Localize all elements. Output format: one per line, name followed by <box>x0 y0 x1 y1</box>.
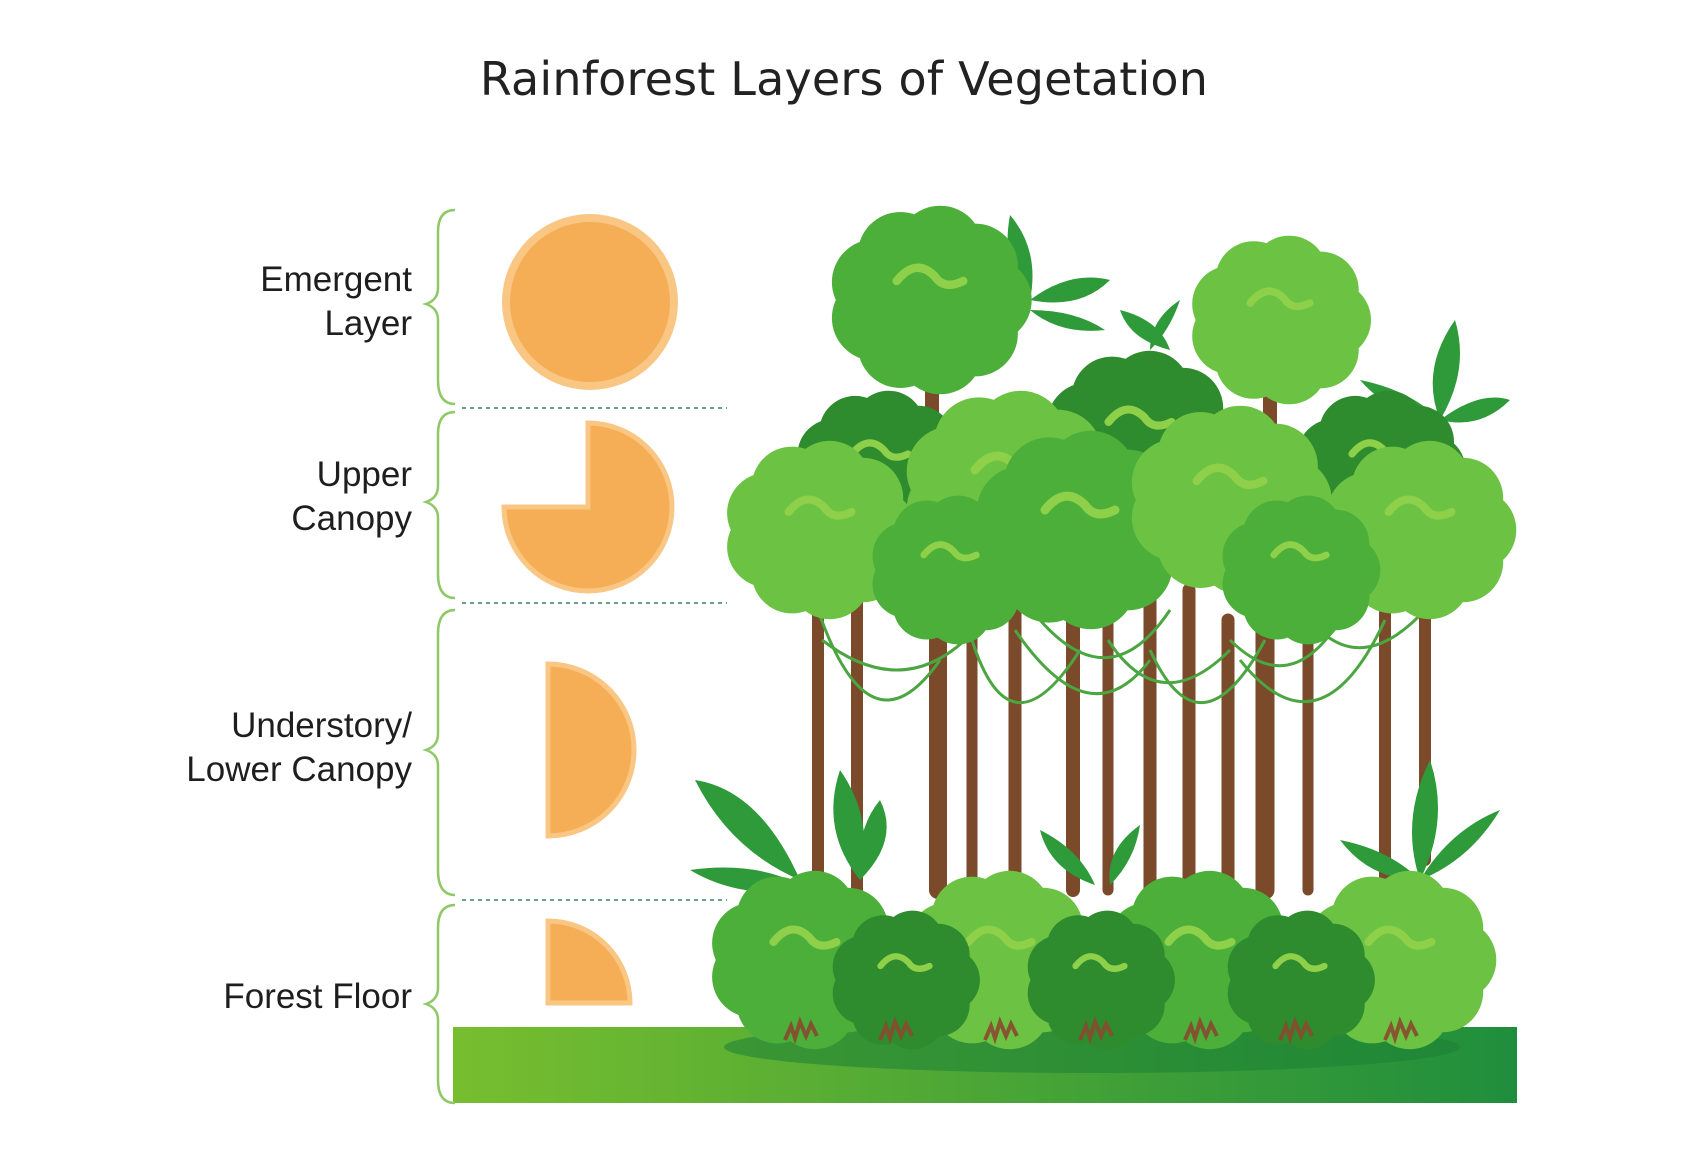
palm-leaf-icon <box>1120 310 1170 350</box>
label-emergent-layer: Emergent Layer <box>260 258 412 346</box>
palm-leaf-icon <box>1340 840 1420 880</box>
bracket-upper-canopy <box>422 410 456 600</box>
vine <box>1013 629 1152 696</box>
canopy-foliage <box>712 205 1517 1050</box>
bracket-emergent <box>422 208 456 406</box>
leaf-highlight <box>877 953 933 972</box>
label-upper-line2: Canopy <box>291 499 412 538</box>
diagram-title: Rainforest Layers of Vegetation <box>479 52 1209 106</box>
vine <box>821 638 967 672</box>
label-emergent-line2: Layer <box>324 304 412 343</box>
leaf-highlight <box>1192 463 1268 490</box>
label-forest-floor: Forest Floor <box>223 975 412 1019</box>
leaf-highlight <box>848 439 912 461</box>
leaf-highlight <box>892 263 968 290</box>
bracket-forest-floor <box>422 903 456 1105</box>
vine <box>1106 639 1232 684</box>
palm-leaf-icon <box>859 800 887 880</box>
leaf-core <box>897 517 1003 623</box>
vine <box>816 609 942 702</box>
leaf-core <box>1251 931 1349 1029</box>
emergent-crown-left <box>831 205 1032 395</box>
leaf-core <box>1220 260 1340 380</box>
sun-quarter-icon <box>545 918 633 1006</box>
vine <box>1038 609 1172 659</box>
sun-full-core <box>510 222 670 382</box>
leaf-core <box>856 931 954 1029</box>
palm-leaf-icon <box>1412 760 1438 880</box>
roots <box>1278 1016 1314 1045</box>
leaf-highlight <box>1272 953 1328 972</box>
leaf-core <box>1051 931 1149 1029</box>
roots <box>783 1016 819 1045</box>
roots <box>1383 1016 1419 1045</box>
floor-shrub <box>1027 910 1175 1050</box>
leaf-highlight <box>1040 491 1120 519</box>
leaf-highlight <box>1384 495 1456 520</box>
canopy-crown <box>1327 440 1517 620</box>
leaf-highlight <box>920 541 980 562</box>
label-floor-line1: Forest Floor <box>223 977 412 1016</box>
leaf-highlight <box>1164 925 1236 950</box>
bracket-understory <box>422 608 456 897</box>
palm-leaf-icon <box>1040 830 1095 885</box>
leaf-core <box>1357 467 1483 593</box>
palm-leaf-icon <box>1030 310 1105 331</box>
leaf-core <box>757 467 883 593</box>
vine <box>970 639 1082 705</box>
palm-leaf-icon <box>1420 810 1500 880</box>
leaf-highlight <box>1246 287 1314 311</box>
palm-leaf-icon <box>833 770 865 880</box>
roots <box>1183 1016 1219 1045</box>
floor-shrub <box>712 870 902 1050</box>
palm-leaf-icon <box>1432 320 1460 420</box>
leaf-core <box>1010 460 1150 600</box>
label-understory-line1: Understory/ <box>231 706 412 745</box>
palm-leaf-icon <box>1440 397 1510 423</box>
leaf-core <box>1247 517 1353 623</box>
leaf-core <box>863 233 997 367</box>
sun-half-icon <box>545 661 637 839</box>
palm-leaf-icon <box>1109 825 1140 885</box>
label-understory-line2: Lower Canopy <box>186 750 412 789</box>
sunlight-indicators <box>501 214 678 1006</box>
label-emergent-line1: Emergent <box>260 260 412 299</box>
emergent-crown-right <box>1192 235 1371 405</box>
palm-leaf-icon <box>1007 215 1033 300</box>
leaf-highlight <box>1104 405 1176 430</box>
label-upper-canopy: Upper Canopy <box>291 453 412 541</box>
leaf-highlight <box>1364 925 1436 950</box>
canopy-crown <box>872 495 1031 645</box>
vine <box>1148 639 1267 705</box>
roots <box>983 1016 1019 1045</box>
layer-brackets <box>422 208 456 1105</box>
palm-leaf-icon <box>1030 277 1110 303</box>
leaf-highlight <box>769 925 841 950</box>
palm-leaf-icon <box>695 780 800 880</box>
sun-three-quarter-icon <box>501 420 675 594</box>
canopy-crown <box>1222 495 1381 645</box>
leaf-highlight <box>1270 541 1330 562</box>
leaf-highlight <box>1072 953 1128 972</box>
label-understory: Understory/ Lower Canopy <box>186 704 412 792</box>
shrub-roots <box>783 1016 1419 1045</box>
roots <box>878 1016 914 1045</box>
leaf-highlight <box>784 495 856 520</box>
roots <box>1078 1016 1114 1045</box>
label-upper-line1: Upper <box>316 455 412 494</box>
vine <box>1238 619 1387 704</box>
floor-shrub <box>832 910 980 1050</box>
leaf-highlight <box>964 925 1036 950</box>
